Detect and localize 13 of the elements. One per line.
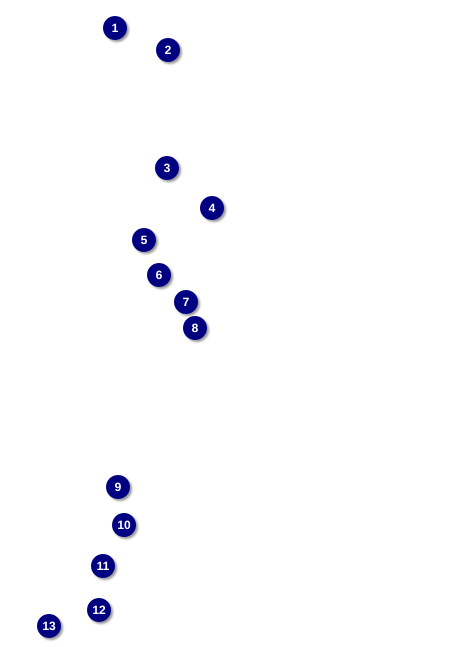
callout-number: 9 <box>106 475 130 499</box>
callout-number: 10 <box>112 513 136 537</box>
callout-number: 12 <box>87 598 111 622</box>
callout-number: 11 <box>91 554 115 578</box>
callout-number: 1 <box>103 16 127 40</box>
callout-number: 2 <box>156 38 180 62</box>
callout-number: 8 <box>183 316 207 340</box>
callout-number: 5 <box>132 228 156 252</box>
callout-number: 13 <box>37 614 61 638</box>
callout-number: 4 <box>200 196 224 220</box>
callout-number: 7 <box>174 290 198 314</box>
callout-number: 6 <box>147 263 171 287</box>
callout-number: 3 <box>155 156 179 180</box>
